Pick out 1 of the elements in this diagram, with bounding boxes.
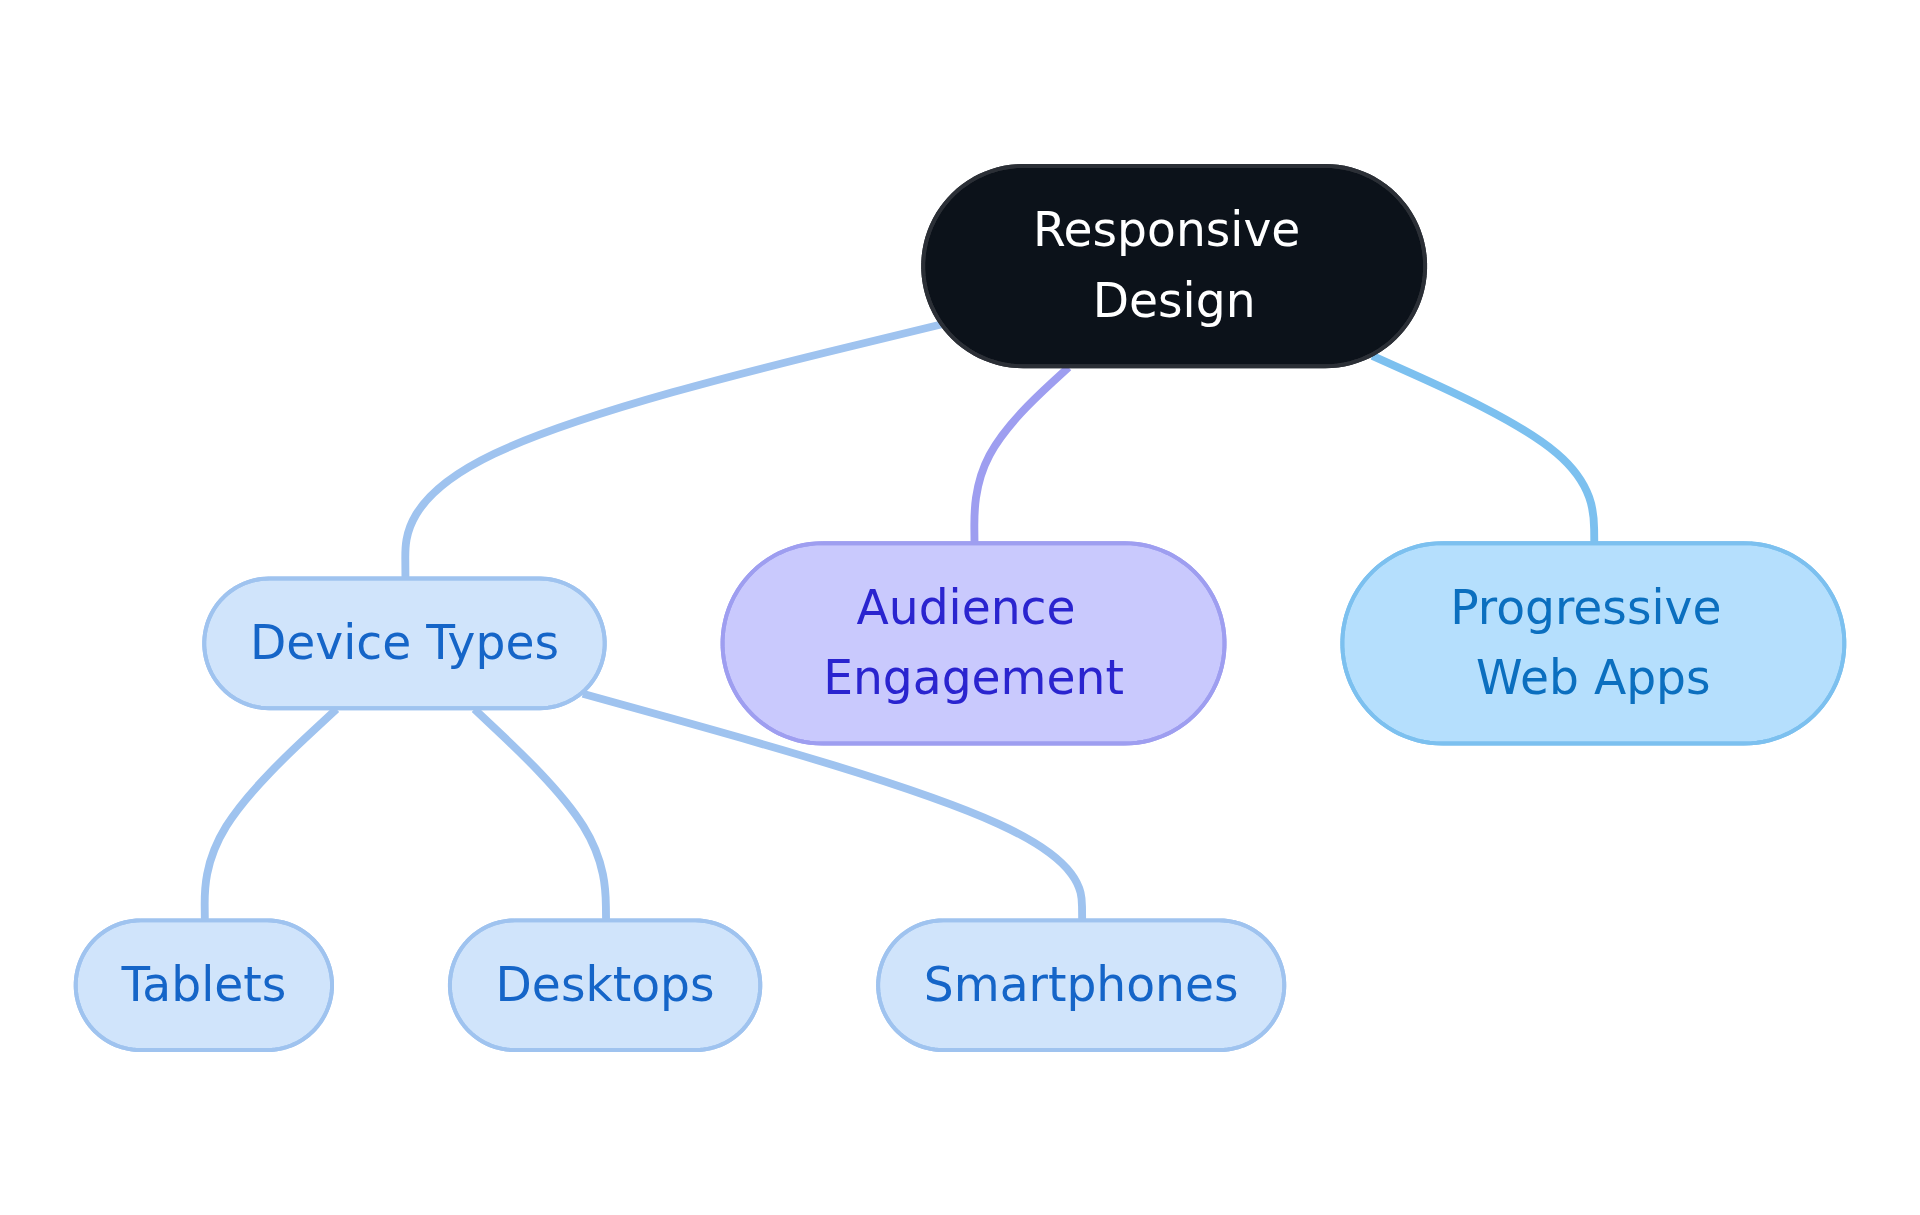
connector [1370,351,1599,544]
